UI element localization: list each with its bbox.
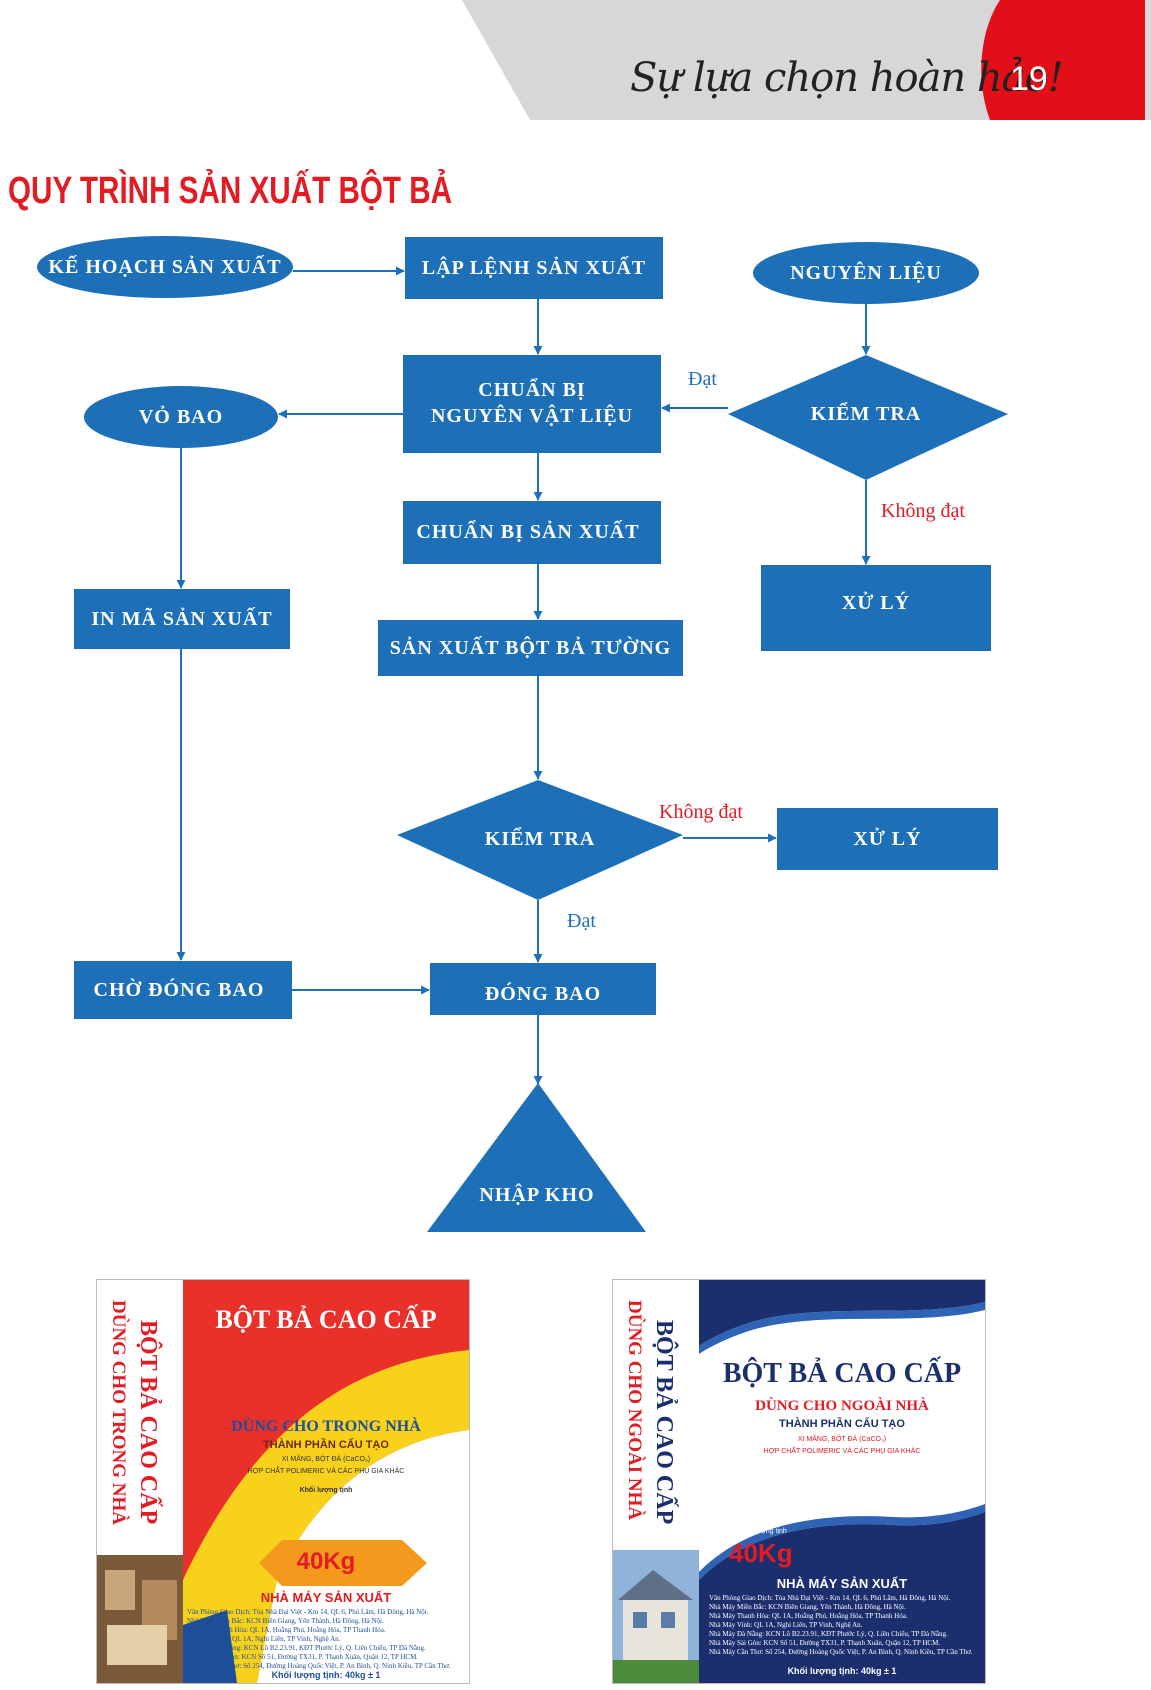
bag-outdoor-usage: DÙNG CHO NGOÀI NHÀ xyxy=(755,1398,929,1414)
bag-indoor-side-title: BỘT BẢ CAO CẤP xyxy=(135,1320,161,1525)
bag-outdoor-address: Nhà Máy Vinh: QL 1A, Nghi Liên, TP Vinh,… xyxy=(709,1621,863,1629)
bag-outdoor-address-list: Văn Phòng Giao Dịch: Tòa Nhà Đại Việt - … xyxy=(699,1594,985,1657)
product-bag-outdoor: BỘT BẢ CAO CẤP DÙNG CHO NGOÀI NHÀ BỘT BẢ… xyxy=(612,1279,986,1684)
edge-label-fail-2: Không đạt xyxy=(659,801,743,823)
page-number: 19 xyxy=(1010,60,1048,98)
edge-label-pass-2: Đạt xyxy=(567,910,596,932)
bag-outdoor-side-usage: DÙNG CHO NGOÀI NHÀ xyxy=(624,1300,645,1521)
bag-indoor-address: Nhà Máy Cần Thơ: Số 254, Đường Hoàng Quố… xyxy=(187,1662,451,1670)
node-handle-2 xyxy=(777,808,998,870)
node-print-code-label: IN MÃ SẢN XUẤT xyxy=(91,608,273,630)
edge-label-fail-1: Không đạt xyxy=(881,500,965,522)
node-check-1-label: KIỂM TRA xyxy=(810,403,922,425)
bag-outdoor-factory: NHÀ MÁY SẢN XUẤT xyxy=(776,1576,908,1591)
bag-indoor-headline: BỘT BẢ CAO CẤP xyxy=(215,1305,437,1334)
bag-indoor-usage: DÙNG CHO TRONG NHÀ xyxy=(231,1418,421,1435)
header-band xyxy=(462,0,1151,120)
node-print-code xyxy=(74,589,290,649)
node-material-label: NGUYÊN LIỆU xyxy=(790,262,942,284)
bag-outdoor-composition-2: HỢP CHẤT POLIMERIC VÀ CÁC PHỤ GIA KHÁC xyxy=(763,1448,921,1455)
node-prep-material-label-2: NGUYÊN VẬT LIỆU xyxy=(430,405,634,427)
node-prep-material-label-1: CHUẨN BỊ xyxy=(478,379,586,401)
bag-indoor-weight: 40Kg xyxy=(296,1548,356,1575)
bag-indoor-composition-title: THÀNH PHẦN CẤU TẠO xyxy=(263,1439,389,1451)
bag-indoor-address: Nhà Máy Thanh Hóa: QL 1A, Hoằng Phú, Hoằ… xyxy=(187,1626,386,1634)
bag-outdoor-composition-1: XI MĂNG, BỘT ĐÁ (CaCO₃) xyxy=(797,1436,887,1443)
node-handle-2-label: XỬ LÝ xyxy=(853,828,922,850)
node-handle-1-label: XỬ LÝ xyxy=(841,592,911,614)
node-plan xyxy=(37,236,293,298)
bag-outdoor-composition-title: THÀNH PHẦN CẤU TẠO xyxy=(779,1418,905,1430)
bag-indoor-graphic xyxy=(97,1280,469,1683)
bag-outdoor-address: Nhà Máy Sài Gòn: KCN Số 51, Đường TX31, … xyxy=(709,1639,941,1647)
node-order-label: LẬP LỆNH SẢN XUẤT xyxy=(421,257,647,279)
bag-indoor-address: Nhà Máy Sài Gòn: KCN Số 51, Đường TX31, … xyxy=(187,1653,419,1661)
node-packaging xyxy=(84,386,278,448)
bag-outdoor-graphic xyxy=(613,1280,985,1683)
bag-indoor-composition-1: XI MĂNG, BỘT ĐÁ (CaCO₃) xyxy=(281,1456,371,1463)
bag-indoor-address: Văn Phòng Giao Dịch: Tòa Nhà Đại Việt - … xyxy=(187,1608,429,1616)
bag-indoor-address-list: Văn Phòng Giao Dịch: Tòa Nhà Đại Việt - … xyxy=(183,1608,469,1671)
bag-outdoor-net-weight-label: Khối lượng tịnh xyxy=(739,1528,787,1535)
node-handle-1 xyxy=(761,565,991,651)
node-check-1 xyxy=(728,355,1008,480)
bag-indoor-address: Nhà Máy Đà Nẵng: KCN Lô B2.23.91, KĐT Ph… xyxy=(187,1644,426,1652)
bag-outdoor-address: Nhà Máy Đà Nẵng: KCN Lô B2.23.91, KĐT Ph… xyxy=(709,1630,948,1638)
bag-indoor-factory: NHÀ MÁY SẢN XUẤT xyxy=(260,1590,392,1605)
bag-indoor-side-usage: DÙNG CHO TRONG NHÀ xyxy=(108,1300,129,1526)
bag-outdoor-front: BỘT BẢ CAO CẤP DÙNG CHO NGOÀI NHÀ THÀNH … xyxy=(699,1280,985,1683)
bag-outdoor-headline: BỘT BẢ CAO CẤP xyxy=(722,1358,962,1389)
node-produce xyxy=(378,620,683,676)
product-bag-indoor: BỘT BẢ CAO CẤP DÙNG CHO TRONG NHÀ BỘT BẢ… xyxy=(96,1279,470,1684)
bag-outdoor-weight: 40Kg xyxy=(729,1538,793,1568)
node-warehouse xyxy=(427,1083,646,1232)
page-title: QUY TRÌNH SẢN XUẤT BỘT BẢ xyxy=(8,170,453,212)
bag-indoor-address: Nhà Máy Miền Bắc: KCN Biên Giang, Yên Th… xyxy=(187,1617,384,1625)
node-prep-production-label: CHUẨN BỊ SẢN XUẤT xyxy=(416,521,640,543)
bag-outdoor-address: Nhà Máy Thanh Hóa: QL 1A, Hoằng Phú, Hoằ… xyxy=(709,1612,908,1620)
bag-indoor-net-weight-footer: Khối lượng tịnh: 40kg ± 1 xyxy=(271,1670,381,1680)
node-material xyxy=(753,242,979,304)
node-check-2 xyxy=(397,780,683,900)
bag-outdoor-side-title: BỘT BẢ CAO CẤP xyxy=(651,1320,677,1525)
node-order xyxy=(405,237,663,299)
edge-label-pass-1: Đạt xyxy=(688,368,717,390)
node-plan-label: KẾ HOẠCH SẢN XUẤT xyxy=(48,256,282,278)
bag-outdoor-net-weight-footer: Khối lượng tịnh: 40kg ± 1 xyxy=(787,1666,897,1676)
node-prep-production xyxy=(403,501,661,564)
bag-indoor-composition-2: HỢP CHẤT POLIMERIC VÀ CÁC PHỤ GIA KHÁC xyxy=(247,1468,405,1475)
node-check-2-label: KIỂM TRA xyxy=(484,828,596,850)
bag-indoor-address: Nhà Máy Vinh: QL 1A, Nghi Liên, TP Vinh,… xyxy=(187,1635,341,1643)
node-packaging-label: VỎ BAO xyxy=(138,406,224,428)
node-wait-bagging-label: CHỜ ĐÓNG BAO xyxy=(93,979,265,1001)
bag-outdoor-address: Nhà Máy Cần Thơ: Số 254, Đường Hoàng Quố… xyxy=(709,1648,973,1656)
node-bagging-label: ĐÓNG BAO xyxy=(484,983,602,1005)
node-wait-bagging xyxy=(74,961,292,1019)
bag-outdoor-address: Văn Phòng Giao Dịch: Tòa Nhà Đại Việt - … xyxy=(709,1594,951,1602)
node-produce-label: SẢN XUẤT BỘT BẢ TƯỜNG xyxy=(389,637,672,659)
node-bagging xyxy=(430,963,656,1015)
node-warehouse-label: NHẬP KHO xyxy=(479,1184,595,1206)
bag-indoor-net-weight-label: Khối lượng tịnh xyxy=(299,1487,353,1494)
bag-outdoor-address: Nhà Máy Miền Bắc: KCN Biên Giang, Yên Th… xyxy=(709,1603,906,1611)
node-prep-material xyxy=(403,355,661,453)
bag-indoor-front: BỘT BẢ CAO CẤP DÙNG CHO TRONG NHÀ THÀNH … xyxy=(183,1280,469,1683)
